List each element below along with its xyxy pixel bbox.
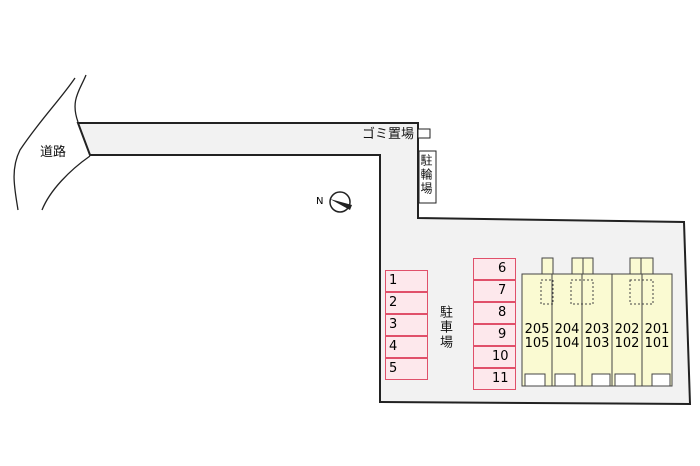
bicycle-parking-box <box>418 150 437 204</box>
unit-upper: 202 <box>614 322 640 337</box>
unit-lower: 105 <box>524 336 550 351</box>
parking-spot: 6 <box>473 258 516 280</box>
parking-spot: 11 <box>473 368 516 390</box>
parking-spot: 4 <box>385 336 428 358</box>
garbage-area-label: ゴミ置場 <box>362 127 415 142</box>
svg-text:N: N <box>316 196 323 207</box>
garbage-icon <box>417 128 431 139</box>
parking-spot: 9 <box>473 324 516 346</box>
unit-lower: 103 <box>584 336 610 351</box>
unit-lower: 102 <box>614 336 640 351</box>
unit-upper: 201 <box>644 322 670 337</box>
road-edge-right <box>41 74 91 211</box>
bicycle-parking-label: 駐輪場 <box>419 154 433 196</box>
parking-spot: 8 <box>473 302 516 324</box>
unit-upper: 205 <box>524 322 550 337</box>
road-edge-left <box>13 77 76 211</box>
parking-spot: 2 <box>385 292 428 314</box>
parking-label: 駐車場 <box>437 305 452 350</box>
parking-spot: 10 <box>473 346 516 368</box>
parking-spot: 5 <box>385 358 428 380</box>
unit-upper: 203 <box>584 322 610 337</box>
parking-spot: 1 <box>385 270 428 292</box>
parking-spot: 7 <box>473 280 516 302</box>
road-label: 道路 <box>40 145 67 160</box>
parking-spot: 3 <box>385 314 428 336</box>
building <box>521 257 673 387</box>
unit-upper: 204 <box>554 322 580 337</box>
unit-lower: 101 <box>644 336 670 351</box>
compass-icon: N <box>316 191 352 213</box>
unit-lower: 104 <box>554 336 580 351</box>
